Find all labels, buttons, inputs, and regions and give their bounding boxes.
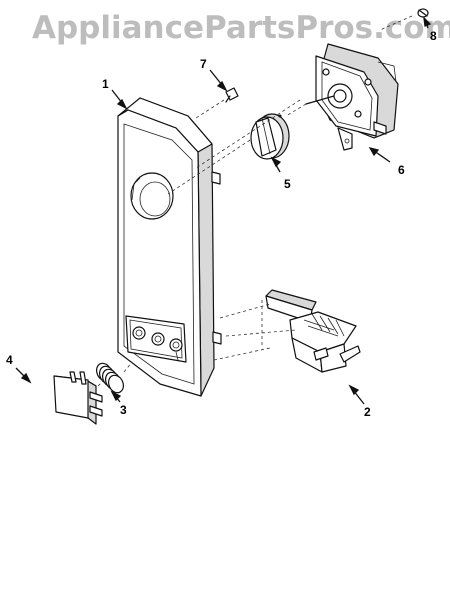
callout-4: 4: [6, 353, 13, 367]
part-7-screw: [225, 87, 239, 103]
callout-8: 8: [430, 29, 437, 43]
part-4-push-button: [53, 371, 103, 425]
callout-3: 3: [120, 403, 127, 417]
callout-2: 2: [364, 405, 371, 419]
callout-arrows: [15, 16, 432, 405]
part-3-spring: [96, 362, 124, 394]
part-6-timer: [305, 43, 399, 151]
assembly-lines: [97, 15, 413, 387]
callout-6: 6: [398, 163, 405, 177]
callout-5: 5: [284, 177, 291, 191]
watermark-text: AppliancePartsPros.com: [32, 10, 450, 46]
callout-1: 1: [102, 77, 109, 91]
part-8-screw: [417, 8, 429, 18]
part-1-control-housing: [117, 97, 222, 397]
part-2-actuator-bracket: [265, 289, 361, 373]
part-5-knob: [250, 113, 290, 160]
callout-7: 7: [200, 57, 207, 71]
